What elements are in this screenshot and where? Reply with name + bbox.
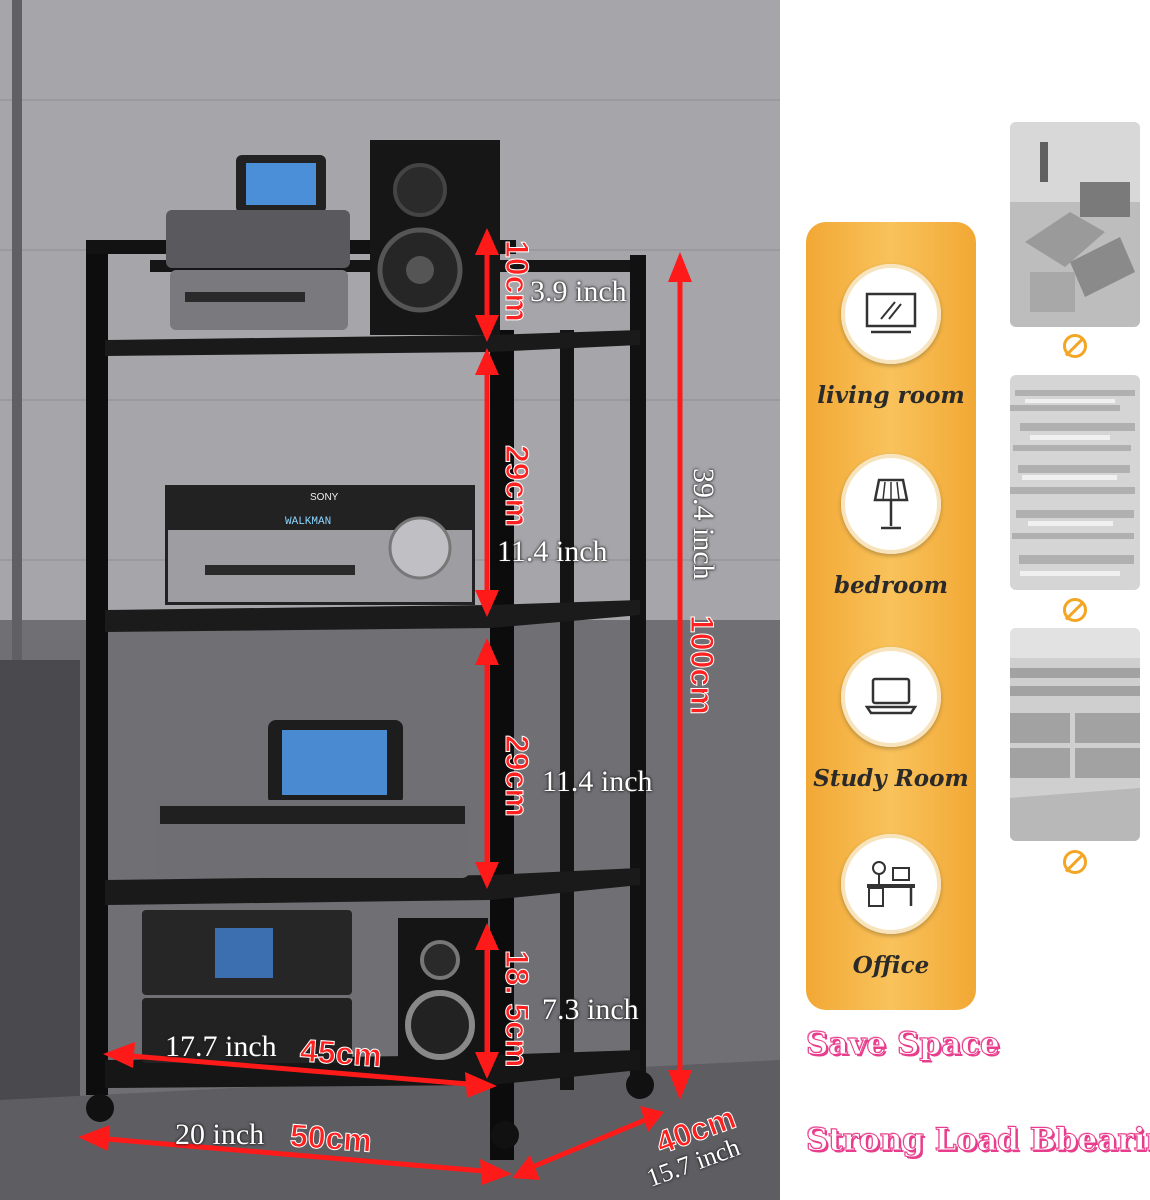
dim-bottom-gap-inch: 7.3 inch [542,993,639,1026]
prohibited-icon [1063,850,1087,874]
clutter-thumbnail-files [1010,628,1140,841]
dim-inner-width-inch: 17.7 inch [165,1030,277,1063]
product-scene: SONY WALKMAN [0,0,780,1200]
room-study-room: Study Room [806,647,976,792]
svg-text:WALKMAN: WALKMAN [285,516,331,528]
room-label: living room [817,382,965,409]
prohibited-icon [1063,334,1087,358]
dim-middle-gap-inch: 11.4 inch [542,765,653,798]
load-bearing-label: Strong Load Bbearing [806,1122,1150,1159]
dim-outer-width-cm: 50cm [288,1117,374,1160]
dim-upper-gap-cm: 29cm [499,445,536,528]
svg-text:SONY: SONY [310,492,339,503]
shelf-illustration: SONY WALKMAN [0,0,780,1200]
save-space-label: Save Space [806,1026,1001,1063]
room-bedroom: bedroom [806,454,976,599]
dim-upper-gap-inch: 11.4 inch [497,535,608,568]
dimension-arrows [78,228,692,1185]
clutter-thumbnail-boxes [1010,122,1140,327]
dim-top-gap-inch: 3.9 inch [530,275,627,308]
laptop-icon [841,647,941,747]
tv-icon [841,264,941,364]
dim-inner-width-cm: 45cm [298,1032,384,1075]
clutter-thumbnail-papers [1010,375,1140,590]
dim-total-height-inch: 39.4 inch [687,468,720,580]
room-label: Study Room [813,765,969,792]
dim-total-height-cm: 100cm [684,615,721,716]
room-living-room: living room [806,264,976,409]
dim-middle-gap-cm: 29cm [499,735,536,818]
prohibited-icon [1063,598,1087,622]
dim-bottom-gap-cm: 18. 5cm [499,950,536,1068]
room-usage-panel: living room bedroom Study Room Office [806,222,976,1010]
dim-outer-width-inch: 20 inch [175,1118,265,1151]
floor-lamp-icon [841,454,941,554]
room-office: Office [806,834,976,979]
desk-icon [841,834,941,934]
room-label: Office [852,952,930,979]
room-label: bedroom [834,572,948,599]
